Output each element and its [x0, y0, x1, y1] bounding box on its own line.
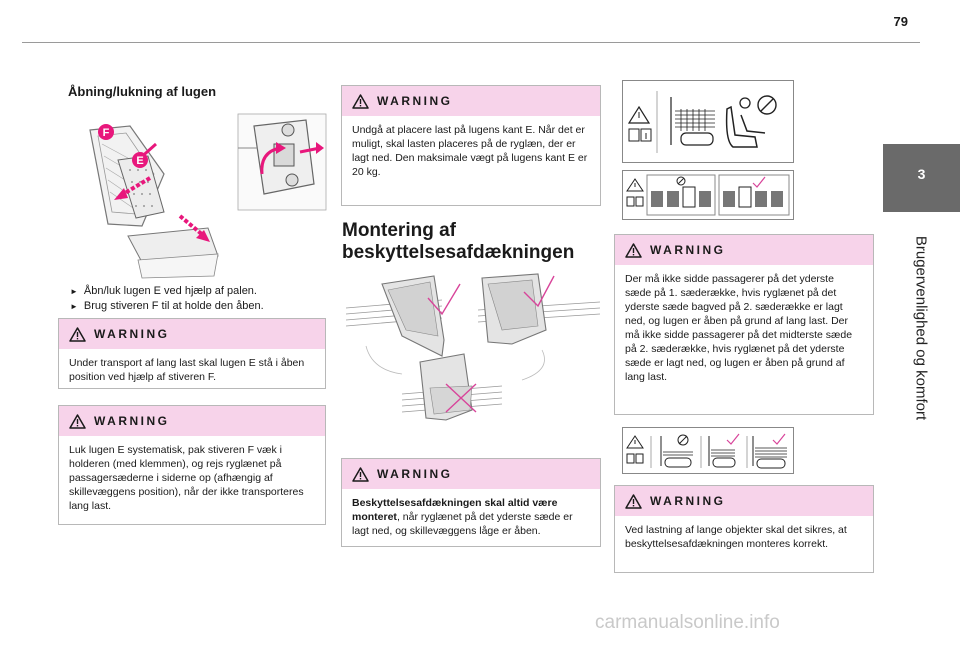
- header-rule: [22, 42, 920, 43]
- warning-triangle-icon: [352, 466, 369, 482]
- warning-title: WARNING: [650, 243, 726, 257]
- warning-triangle-icon: [625, 242, 642, 258]
- check-icon: [726, 433, 740, 445]
- warning-triangle-icon: [69, 326, 86, 342]
- warning-box: WARNING Under transport af lang last ska…: [58, 318, 326, 389]
- warning-text: Undgå at placere last på lugens kant E. …: [352, 124, 588, 178]
- warning-triangle-icon: [352, 93, 369, 109]
- manual-book-icon: [626, 453, 635, 464]
- check-icon: [427, 283, 461, 316]
- section-heading-cover: Montering af beskyttelsesafdækningen: [342, 220, 575, 263]
- check-icon: [523, 275, 555, 308]
- warning-text: Under transport af lang last skal lugen …: [69, 357, 305, 383]
- pictogram-seat-row: [622, 170, 794, 220]
- section-heading-opening: Åbning/lukning af lugen: [68, 84, 217, 99]
- seat-icon: [725, 97, 766, 148]
- warning-title: WARNING: [377, 467, 453, 481]
- warning-triangle-icon: [626, 178, 644, 192]
- warning-text: Luk lugen E systematisk, pak stiveren F …: [69, 444, 304, 512]
- list-item: ►Brug stiveren F til at holde den åben.: [70, 300, 264, 312]
- warning-box: WARNING Beskyttelsesafdækningen skal alt…: [341, 458, 601, 547]
- figure-hatch-opening: F E: [68, 108, 328, 280]
- warning-triangle-icon: [627, 105, 651, 124]
- warning-title: WARNING: [94, 327, 170, 341]
- section-tab-title: Brugervenlighed og komfort: [912, 235, 930, 421]
- section-tab[interactable]: 3: [883, 144, 960, 212]
- warning-title: WARNING: [94, 414, 170, 428]
- section-tab-strip: [883, 212, 960, 444]
- warning-title: WARNING: [650, 494, 726, 508]
- warning-text: Beskyttelsesafdækningen skal altid være …: [352, 497, 573, 537]
- figure-label-f: F: [103, 127, 110, 139]
- warning-triangle-icon: [626, 435, 644, 449]
- bullet-arrow-icon: ►: [70, 287, 78, 296]
- bullet-arrow-icon: ►: [70, 302, 78, 311]
- page-number: 79: [893, 14, 908, 29]
- list-item: ►Åbn/luk lugen E ved hjælp af palen.: [70, 285, 257, 297]
- check-icon: [772, 433, 786, 445]
- warning-triangle-icon: [625, 493, 642, 509]
- warning-text: Ved lastning af lange objekter skal det …: [625, 524, 847, 550]
- manual-book-icon: [626, 196, 635, 207]
- warning-box: WARNING Der må ikke sidde passagerer på …: [614, 234, 874, 415]
- bullet-list: ►Åbn/luk lugen E ved hjælp af palen. ►Br…: [70, 284, 325, 314]
- check-icon: [752, 176, 766, 188]
- warning-box: WARNING Undgå at placere last på lugens …: [341, 85, 601, 206]
- warning-text: Der må ikke sidde passagerer på det yder…: [625, 273, 853, 383]
- warning-box: WARNING Luk lugen E systematisk, pak sti…: [58, 405, 326, 525]
- warning-title: WARNING: [377, 94, 453, 108]
- no-entry-icon: [757, 95, 777, 115]
- figure-cover-mounting: [342, 270, 602, 442]
- pictogram-long-load: [622, 427, 794, 474]
- warning-triangle-icon: [69, 413, 86, 429]
- section-tab-number: 3: [917, 166, 926, 182]
- watermark: carmanualsonline.info: [595, 612, 780, 633]
- warning-box: WARNING Ved lastning af lange objekter s…: [614, 485, 874, 573]
- figure-label-e: E: [136, 155, 143, 167]
- no-entry-icon: [677, 434, 689, 446]
- no-entry-icon: [676, 176, 686, 186]
- manual-book-icon: [628, 128, 652, 142]
- pictogram-no-passenger: [622, 80, 794, 163]
